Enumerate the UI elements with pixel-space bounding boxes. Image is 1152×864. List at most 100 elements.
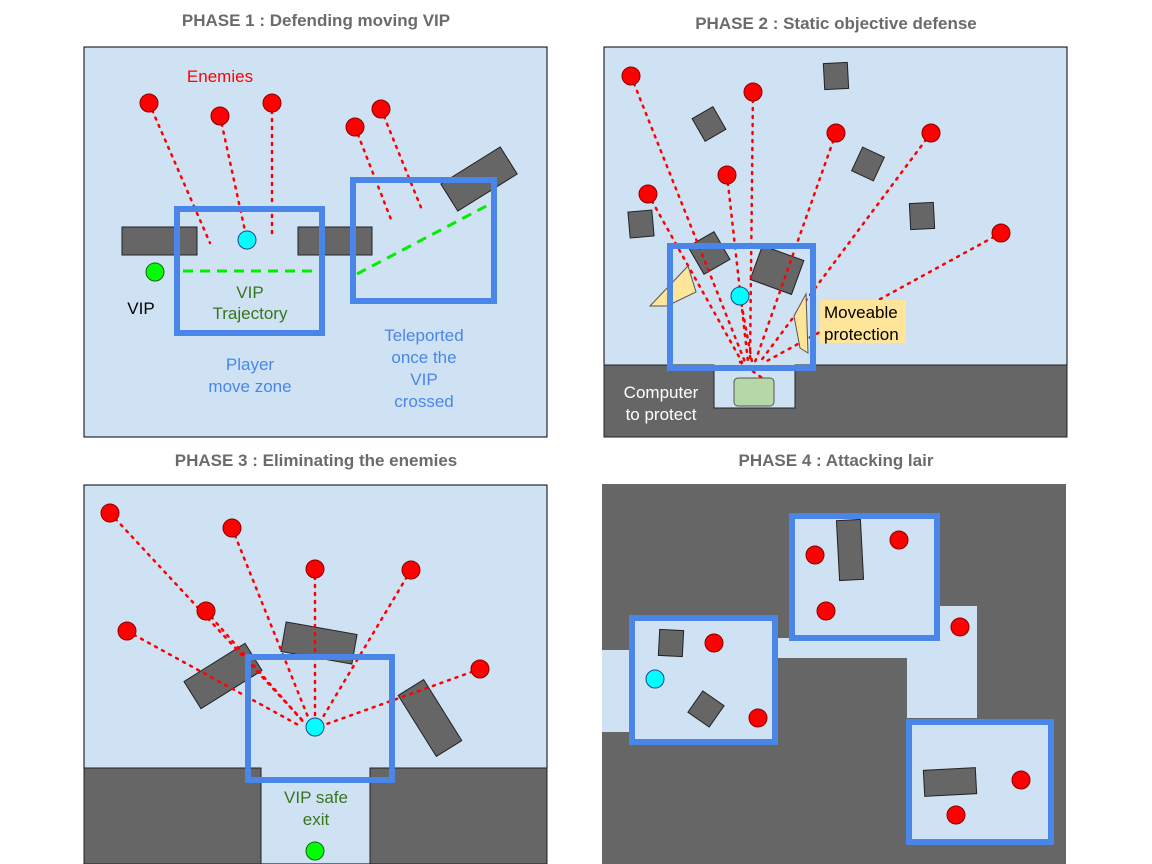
player-zone-label-line2: move zone xyxy=(208,377,291,396)
teleport-label-line3: VIP xyxy=(410,370,437,389)
enemy-icon xyxy=(816,601,836,621)
enemy-icon xyxy=(1011,770,1031,790)
vip-icon xyxy=(305,841,325,861)
enemy-icon xyxy=(371,99,391,119)
phase3-obstacles xyxy=(183,621,463,758)
moveable-protection-right xyxy=(793,292,809,354)
enemy-icon xyxy=(196,601,216,621)
phase3-wall-right xyxy=(369,767,548,864)
phase1-title: PHASE 1 : Defending moving VIP xyxy=(182,11,450,30)
player-icon xyxy=(305,717,325,737)
enemy-icon xyxy=(991,223,1011,243)
obstacle xyxy=(691,106,727,142)
phase2-title: PHASE 2 : Static objective defense xyxy=(695,14,977,33)
computer-to-protect xyxy=(733,377,775,407)
enemy-icon xyxy=(117,621,137,641)
player-zone-label-line1: Player xyxy=(226,355,275,374)
attack-zone xyxy=(629,615,778,745)
exit-label-line2: exit xyxy=(303,810,330,829)
enemy-line xyxy=(108,511,306,724)
enemy-icon xyxy=(889,530,909,550)
enemy-line xyxy=(748,90,755,364)
vip-icon xyxy=(145,262,165,282)
obstacle xyxy=(908,201,936,231)
enemy-icon xyxy=(638,184,658,204)
obstacle xyxy=(835,518,865,582)
attack-zone xyxy=(789,513,940,641)
phase4-enemies xyxy=(704,530,1031,825)
enemy-icon xyxy=(470,659,490,679)
player-icon xyxy=(237,230,257,250)
phase4-title: PHASE 4 : Attacking lair xyxy=(739,451,934,470)
enemy-line xyxy=(125,629,304,729)
exit-label-line1: VIP safe xyxy=(284,788,348,807)
enemy-line xyxy=(629,74,747,364)
phase3-enemy-lines xyxy=(108,511,482,729)
obstacle xyxy=(397,678,463,758)
phase1-wall-left xyxy=(121,226,198,256)
enemy-icon xyxy=(305,559,325,579)
enemy-line xyxy=(353,125,394,224)
enemy-icon xyxy=(743,82,763,102)
trajectory-label-line2: Trajectory xyxy=(213,304,288,323)
player-move-zone xyxy=(174,206,325,336)
enemy-icon xyxy=(210,106,230,126)
enemy-icon xyxy=(222,518,242,538)
enemy-icon xyxy=(401,560,421,580)
enemy-icon xyxy=(717,165,737,185)
phase3-wall-left xyxy=(83,767,262,864)
enemy-line xyxy=(758,131,933,364)
moveable-label-line2: protection xyxy=(824,325,899,344)
computer-label-line2: to protect xyxy=(626,405,697,424)
enemy-line xyxy=(725,173,750,364)
phase1-enemy-lines xyxy=(147,101,424,245)
trajectory-label-line1: VIP xyxy=(236,283,263,302)
phase2-player-move-zone xyxy=(667,243,816,371)
phase2-panel: PHASE 2 : Static objective defense xyxy=(603,14,1068,438)
enemies-label: Enemies xyxy=(187,67,253,86)
enemy-line xyxy=(322,667,482,727)
teleport-label-line2: once the xyxy=(391,348,456,367)
phase4-zones xyxy=(629,513,1054,845)
obstacle xyxy=(850,146,886,182)
phase4-panel: PHASE 4 : Attacking lair xyxy=(602,451,1066,864)
phase2-enemies xyxy=(621,66,1011,243)
enemy-line xyxy=(379,107,424,212)
enemy-line xyxy=(230,526,312,724)
player-icon xyxy=(645,669,665,689)
enemy-icon xyxy=(621,66,641,86)
enemy-line xyxy=(204,609,308,727)
teleport-label-line1: Teleported xyxy=(384,326,463,345)
obstacle xyxy=(822,61,850,91)
enemy-icon xyxy=(946,805,966,825)
obstacle xyxy=(687,690,725,728)
enemy-line xyxy=(738,294,754,364)
enemy-line xyxy=(646,192,744,364)
obstacle xyxy=(657,628,685,658)
player-icon xyxy=(730,286,750,306)
moveable-label-line1: Moveable xyxy=(824,303,898,322)
attack-zone xyxy=(906,719,1054,845)
obstacle xyxy=(749,244,805,296)
corridor xyxy=(602,650,632,732)
computer-label-line1: Computer xyxy=(624,383,699,402)
enemy-icon xyxy=(139,93,159,113)
enemy-icon xyxy=(826,123,846,143)
enemy-icon xyxy=(805,545,825,565)
enemy-icon xyxy=(950,617,970,637)
phase1-enemies xyxy=(139,93,391,137)
vip-trajectory-line-teleported xyxy=(356,201,493,276)
obstacle xyxy=(922,767,978,797)
moveable-protection-label-bg xyxy=(820,300,906,343)
phase3-title: PHASE 3 : Eliminating the enemies xyxy=(175,451,457,470)
enemy-icon xyxy=(262,93,282,113)
phase2-obstacles xyxy=(627,61,936,296)
teleport-label-line4: crossed xyxy=(394,392,454,411)
enemy-line xyxy=(318,568,413,724)
phase4-obstacles xyxy=(657,518,978,797)
enemy-icon xyxy=(100,503,120,523)
enemy-icon xyxy=(921,123,941,143)
enemy-icon xyxy=(704,633,724,653)
phase4-map xyxy=(602,484,1066,864)
